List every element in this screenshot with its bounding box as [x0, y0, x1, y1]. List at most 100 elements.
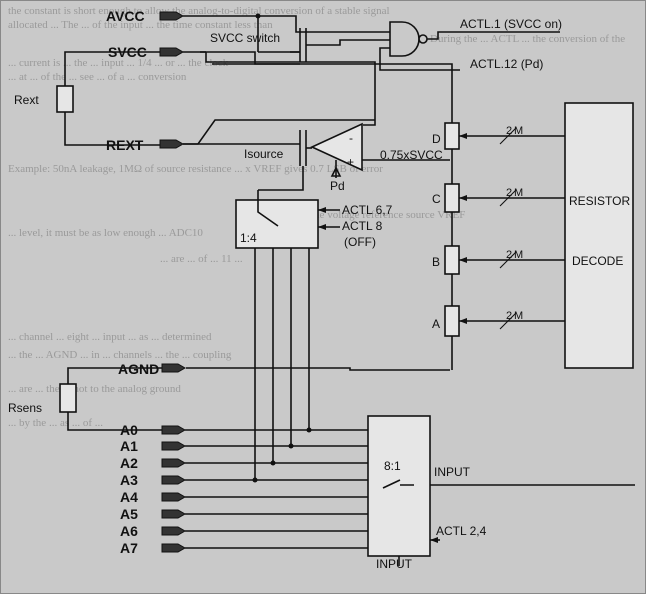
mux-1-4: 1:4 ACTL 6,7 ACTL 8 (OFF) — [235, 190, 393, 480]
ghost-text-line: ... the voltage reference source VREF — [300, 209, 465, 221]
ghost-text-line: ... are ... of ... 11 ... — [160, 253, 243, 265]
tap-c-label: C — [432, 192, 441, 206]
wire-isource-out — [258, 166, 304, 191]
arrow-b — [459, 257, 467, 263]
ghost-text-line: Example: 50nA leakage, 1MΩ of source res… — [8, 163, 383, 175]
opamp-minus: - — [349, 131, 353, 145]
ghost-text-line: allocated ... The ... of the input ... t… — [8, 19, 273, 31]
ghost-text-line: ... channel ... eight ... input ... as .… — [8, 331, 212, 343]
wire-switch-gate — [306, 39, 390, 46]
ghost-text-line: ... are ... the ... not to the analog gr… — [8, 383, 181, 395]
nand-gate — [389, 21, 420, 57]
pin-label-avcc: AVCC — [106, 8, 145, 24]
opamp-plus: + — [347, 155, 354, 169]
pin-rext — [159, 139, 185, 149]
tap-a-label: A — [432, 317, 440, 331]
resistor-ladder: D C B A 2 M 2 M 2 M 2 M RESISTOR DECODE — [212, 63, 634, 370]
bus-width-d: 2 — [506, 125, 512, 137]
bus-unit-d: M — [514, 125, 523, 137]
pd-label: Pd — [330, 179, 345, 193]
ghost-text-line: During the ... ACTL ... the conversion o… — [430, 33, 625, 45]
arrow-actl24 — [430, 537, 438, 543]
pin-label-agnd: AGND — [118, 361, 159, 377]
mux-8-1-box — [367, 415, 431, 557]
arrow-actl8 — [318, 224, 326, 230]
wire-rext-bottom — [64, 112, 160, 146]
v075-label: 0.75xSVCC — [380, 148, 443, 162]
bus-width-b: 2 — [506, 249, 512, 261]
pin-svcc — [159, 47, 185, 57]
arrow-d — [459, 133, 467, 139]
pin-label-rext: REXT — [106, 137, 144, 153]
mux-8-1-label: 8:1 — [384, 459, 401, 473]
resistor-b — [444, 245, 460, 275]
pin-label-a3: A3 — [120, 472, 138, 488]
bus-slash-d — [499, 127, 517, 145]
arrow-a — [459, 318, 467, 324]
isource-label: Isource — [244, 147, 284, 161]
bus-slash-c — [499, 189, 517, 207]
junction-dot — [252, 477, 258, 483]
ghost-text-line: ... at ... of the ... see ... of a ... c… — [8, 71, 187, 83]
rext-label: Rext — [14, 93, 39, 107]
bus-unit-c: M — [514, 187, 523, 199]
input-box-label: INPUT — [376, 557, 413, 571]
resistor-label: RESISTOR — [569, 194, 630, 208]
mux-1-4-label: 1:4 — [240, 231, 257, 245]
arrow-actl67 — [318, 207, 326, 213]
pin-a2 — [161, 458, 187, 468]
rext-section: Rext REXT — [14, 51, 185, 153]
pin-avcc — [159, 11, 185, 21]
rsens-resistor — [59, 383, 77, 413]
opamp — [310, 122, 363, 172]
pin-label-a6: A6 — [120, 523, 138, 539]
bus-slash-b — [499, 251, 517, 269]
resistor-d — [444, 122, 460, 150]
pin-label-a7: A7 — [120, 540, 138, 556]
bus-slash-a — [499, 312, 517, 330]
ghost-text-line: ... current is ... the ... input ... 1/4… — [8, 57, 229, 69]
actl67-label: ACTL 6,7 — [342, 203, 393, 217]
junction-dot — [270, 460, 276, 466]
resistor-c — [444, 183, 460, 213]
pd-arrow — [330, 166, 342, 177]
bus-width-labels: 2 M 2 M 2 M 2 M — [506, 125, 523, 322]
mux-8-1: 8:1 INPUT ACTL 2,4 INPUT — [367, 415, 635, 571]
rsens-label: Rsens — [8, 401, 42, 415]
bus-unit-b: M — [514, 249, 523, 261]
wire-rext-top — [64, 51, 160, 86]
pin-a0 — [161, 425, 187, 435]
agnd-section: AGND Rsens — [8, 361, 450, 431]
pin-label-a1: A1 — [120, 438, 138, 454]
wire-avcc-nand — [258, 15, 390, 33]
pin-label-a0: A0 — [120, 422, 138, 438]
resistor-a — [444, 305, 460, 337]
actl24-label: ACTL 2,4 — [436, 524, 487, 538]
pin-a7 — [161, 543, 187, 553]
wire-rsens-bottom — [67, 412, 162, 431]
pin-agnd — [161, 363, 187, 373]
actl1-label: ACTL.1 (SVCC on) — [460, 17, 562, 31]
tap-d-label: D — [432, 132, 441, 146]
pin-a6 — [161, 526, 187, 536]
bus-unit-a: M — [514, 310, 523, 322]
actl12-label: ACTL.12 (Pd) — [470, 57, 543, 71]
pin-label-a4: A4 — [120, 489, 138, 505]
junction-dot — [288, 443, 294, 449]
junction-dot — [306, 427, 312, 433]
pin-a4 — [161, 492, 187, 502]
resistor-decode-block — [564, 102, 634, 369]
bus-width-a: 2 — [506, 310, 512, 322]
mux-1-4-box — [235, 199, 319, 249]
pin-a5 — [161, 509, 187, 519]
rext-resistor — [56, 85, 74, 113]
isource-transistor — [299, 130, 307, 166]
ghost-text-line: ... the ... AGND ... in ... channels ...… — [8, 349, 232, 361]
pin-a3 — [161, 475, 187, 485]
tap-b-label: B — [432, 255, 440, 269]
pin-label-a2: A2 — [120, 455, 138, 471]
